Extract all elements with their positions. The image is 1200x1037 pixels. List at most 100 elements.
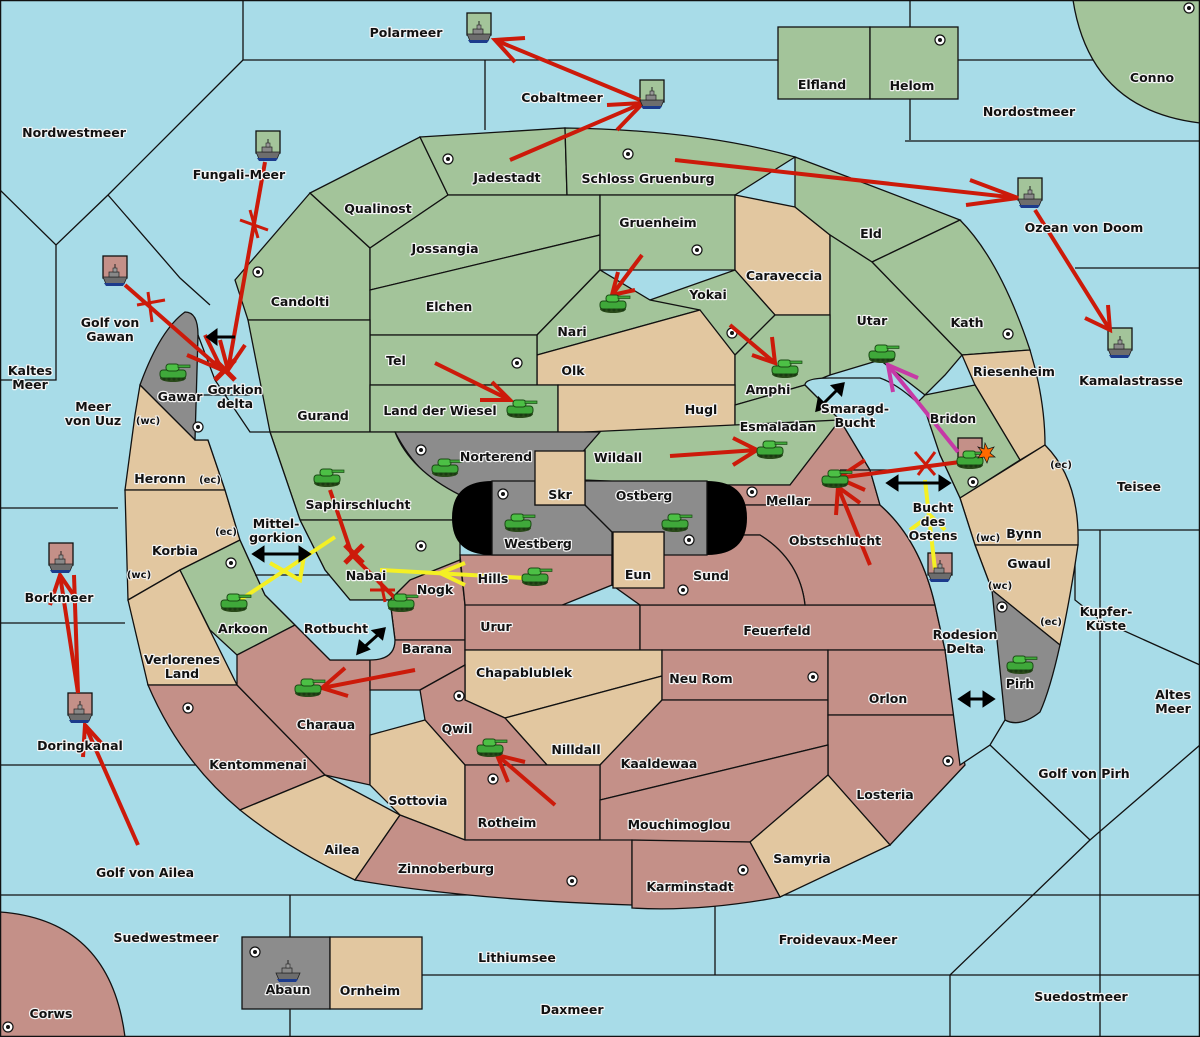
island-west	[124, 311, 401, 881]
supply-center-icon	[2, 1021, 14, 1033]
land-label: Nogk	[417, 582, 454, 597]
land-label: Bynn	[1006, 526, 1041, 541]
supply-center-icon	[1183, 2, 1195, 14]
failed-x-icon	[913, 451, 937, 476]
land-label: Nari	[557, 324, 586, 339]
land-label: Riesenheim	[973, 364, 1055, 379]
land-label: Korbia	[152, 543, 198, 558]
sea-label: gorkion	[249, 530, 303, 545]
supply-center-icon	[566, 875, 578, 887]
sea-label: Doringkanal	[37, 738, 123, 753]
supply-center-icon	[442, 153, 454, 165]
support-line	[923, 479, 937, 571]
supply-center-icon	[192, 421, 204, 433]
order-arrow	[328, 489, 354, 556]
sea-smaragd-bucht[interactable]	[804, 377, 1006, 767]
island-south	[298, 519, 966, 910]
supply-center-icon	[252, 266, 264, 278]
supply-center-icon	[225, 557, 237, 569]
sea-label: Küste	[1086, 618, 1126, 633]
support-line	[238, 535, 337, 602]
territory-corws[interactable]	[0, 911, 126, 1037]
sea-label: Meer	[12, 377, 48, 392]
land-label: Mellar	[766, 493, 811, 508]
sea-label: Borkmeer	[25, 590, 95, 605]
land-label: Elchen	[426, 299, 473, 314]
territory-conno[interactable]	[1072, 0, 1200, 124]
sea-label: Suedwestmeer	[114, 930, 220, 945]
supply-center-icon	[677, 584, 689, 596]
failed-x-icon	[343, 543, 365, 565]
sea-label: Froidevaux-Meer	[779, 932, 898, 947]
land-label: Kath	[951, 315, 984, 330]
territory-eun[interactable]	[612, 531, 665, 589]
double-arrow-icons	[205, 328, 996, 708]
sea-label: des	[921, 514, 946, 529]
supply-center-icon	[497, 488, 509, 500]
supply-center-icon	[415, 540, 427, 552]
sea-label: Nordwestmeer	[22, 125, 127, 140]
land-label: Obstschlucht	[789, 533, 881, 548]
land-label: Wildall	[594, 450, 642, 465]
double-arrow-icon	[356, 627, 386, 656]
land-label: Orlon	[869, 691, 908, 706]
territory-gruenheim[interactable]	[599, 194, 736, 271]
land-label: Rotheim	[478, 815, 537, 830]
territory-helom[interactable]	[869, 26, 959, 100]
sea-label: Golf von	[81, 315, 140, 330]
supply-center-icon	[807, 671, 819, 683]
coast-tag: (wc)	[976, 533, 1000, 544]
capsule-west-cap	[452, 481, 492, 555]
land-label: Nabai	[346, 568, 387, 583]
support-line	[379, 568, 526, 580]
coast-tag: (wc)	[988, 581, 1012, 592]
coast-tags: (wc) (ec) (ec) (wc) (ec) (wc) (wc) (ec)	[126, 415, 1073, 629]
territory-utar[interactable]	[829, 233, 963, 396]
coast-tag: (ec)	[1040, 617, 1062, 628]
land-label: Amphi	[746, 382, 791, 397]
order-arrow	[495, 753, 557, 807]
sea-label: Meer	[1155, 701, 1191, 716]
explosion-icon	[976, 441, 996, 464]
double-arrow-icon	[815, 382, 845, 413]
sea-mittelgorkion[interactable]	[194, 334, 396, 661]
territory-karminstadt[interactable]	[631, 839, 781, 910]
land-label: Gruenheim	[619, 215, 696, 230]
sea-label: Gawan	[86, 329, 134, 344]
land-label: Pirh	[1006, 676, 1035, 691]
order-arrow	[836, 486, 872, 566]
order-arrow	[728, 323, 777, 365]
land-label: Helom	[890, 78, 935, 93]
land-label: Kentommenai	[209, 757, 307, 772]
sea-label: Bucht	[913, 500, 954, 515]
supply-center-icon	[182, 702, 194, 714]
coast-tag: (ec)	[199, 475, 221, 486]
sea-label: Daxmeer	[540, 1002, 604, 1017]
land-label: Candolti	[271, 294, 330, 309]
sea-label: Altes	[1155, 687, 1191, 702]
supply-center-icon	[967, 476, 979, 488]
land-labels: Elfland Helom Conno Jadestadt Schloss Gr…	[28, 69, 1175, 1022]
land-label: Hills	[478, 571, 509, 586]
land-label: Feuerfeld	[743, 623, 810, 638]
double-arrow-icon	[885, 474, 952, 492]
territory-ornheim[interactable]	[329, 936, 423, 1010]
land-label: Barana	[402, 641, 452, 656]
land-label: Sottovia	[389, 793, 448, 808]
coast-tag: (wc)	[127, 570, 151, 581]
order-arrow	[58, 574, 80, 694]
land-label: Gurand	[297, 408, 349, 423]
double-arrow-icon	[957, 690, 996, 708]
land-label: Sund	[693, 568, 729, 583]
supply-center-icon	[415, 444, 427, 456]
order-arrow	[837, 460, 961, 480]
sea-label: Suedostmeer	[1034, 989, 1128, 1004]
coast-tag: (wc)	[136, 416, 160, 427]
supply-center-icon	[511, 357, 523, 369]
supply-center-icon	[996, 601, 1008, 613]
land-label: Samyria	[773, 851, 831, 866]
failed-x-icon	[213, 358, 237, 382]
territory-skr[interactable]	[534, 450, 586, 506]
land-label: Gawar	[158, 389, 204, 404]
sea-label: Cobaltmeer	[521, 90, 603, 105]
